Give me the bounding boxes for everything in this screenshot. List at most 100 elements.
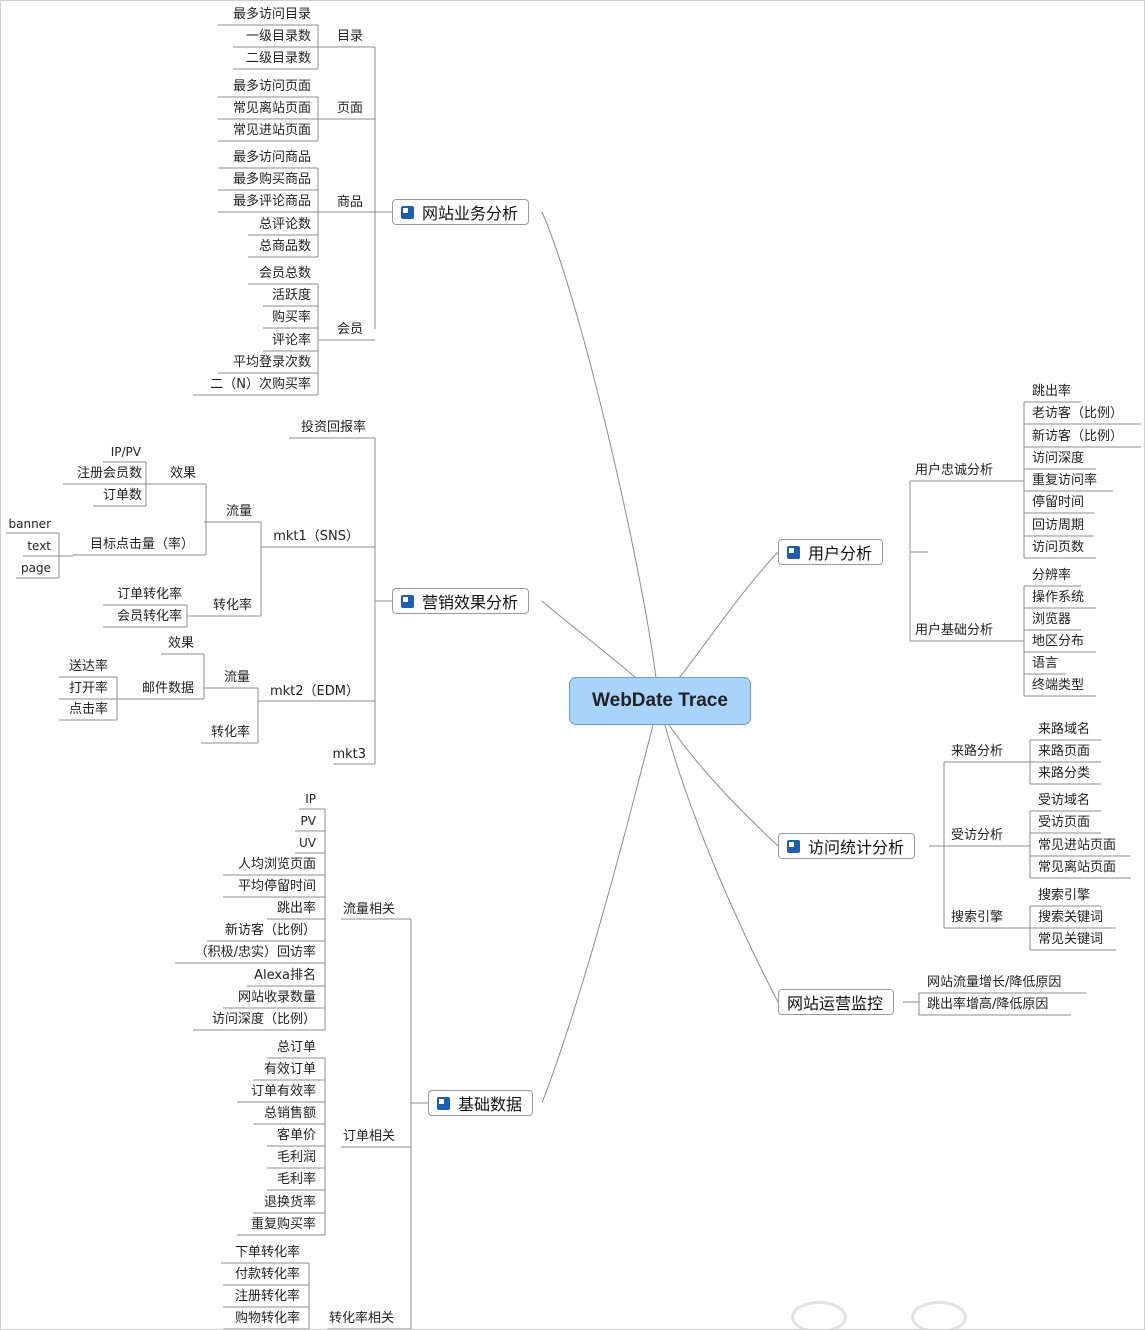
node-mkt2-conversion[interactable]: 转化率 (210, 725, 250, 740)
leaf-item[interactable]: 下单转化率 (234, 1245, 300, 1260)
leaf-item[interactable]: 人均浏览页面 (237, 857, 316, 872)
branch-operations-monitoring[interactable]: 网站运营监控 (778, 989, 895, 1015)
leaf-item[interactable]: 停留时间 (1032, 495, 1085, 510)
leaf-item[interactable]: 重复访问率 (1032, 473, 1098, 488)
leaf-item[interactable]: 注册转化率 (234, 1289, 300, 1304)
leaf-item[interactable]: 购物转化率 (234, 1311, 300, 1326)
central-node[interactable]: WebDate Trace (569, 677, 751, 725)
leaf-item[interactable]: 新访客（比例） (1032, 429, 1124, 444)
node-mkt3[interactable]: mkt3 (332, 747, 366, 762)
node-search-engine[interactable]: 搜索引擎 (951, 910, 1004, 925)
leaf-item[interactable]: IP/PV (110, 445, 141, 459)
leaf-item[interactable]: 常见离站页面 (232, 101, 311, 116)
leaf-item[interactable]: 常见进站页面 (1038, 838, 1117, 853)
leaf-item[interactable]: 会员转化率 (116, 609, 182, 624)
leaf-item[interactable]: 重复购买率 (250, 1217, 316, 1232)
branch-marketing-analysis[interactable]: 营销效果分析 (392, 588, 530, 614)
node-mkt2-effect[interactable]: 效果 (167, 636, 194, 651)
leaf-item[interactable]: 最多访问页面 (232, 79, 311, 94)
leaf-item[interactable]: 平均登录次数 (232, 355, 311, 370)
leaf-item[interactable]: 总商品数 (258, 239, 311, 254)
leaf-item[interactable]: 会员总数 (258, 266, 311, 281)
leaf-item[interactable]: 老访客（比例） (1032, 406, 1124, 421)
leaf-item[interactable]: 订单有效率 (250, 1084, 316, 1099)
node-product[interactable]: 商品 (337, 195, 364, 210)
leaf-item[interactable]: 总销售额 (263, 1106, 316, 1121)
leaf-item[interactable]: 来路域名 (1038, 722, 1091, 737)
branch-basic-data[interactable]: 基础数据 (428, 1090, 534, 1116)
node-mkt1-traffic[interactable]: 流量 (225, 504, 252, 519)
node-directory[interactable]: 目录 (337, 29, 364, 44)
node-conversion-related[interactable]: 转化率相关 (329, 1311, 395, 1326)
leaf-item[interactable]: 跳出率增高/降低原因 (927, 997, 1049, 1012)
node-user-base[interactable]: 用户基础分析 (915, 623, 994, 638)
leaf-item[interactable]: 受访页面 (1038, 815, 1091, 830)
leaf-item[interactable]: 毛利润 (276, 1150, 316, 1165)
leaf-item[interactable]: 一级目录数 (245, 29, 311, 44)
leaf-item[interactable]: 活跃度 (271, 288, 311, 303)
leaf-item[interactable]: 平均停留时间 (237, 879, 316, 894)
leaf-item[interactable]: 客单价 (276, 1128, 316, 1143)
leaf-item[interactable]: 评论率 (271, 333, 311, 348)
node-mkt2[interactable]: mkt2（EDM） (269, 684, 359, 699)
node-mkt1-effect[interactable]: 效果 (169, 466, 196, 481)
leaf-item[interactable]: 访问深度 (1032, 451, 1085, 466)
leaf-item[interactable]: 最多访问商品 (232, 150, 311, 165)
leaf-item[interactable]: 注册会员数 (76, 466, 142, 481)
node-visited-analysis[interactable]: 受访分析 (951, 828, 1004, 843)
leaf-item[interactable]: 网站收录数量 (237, 990, 316, 1005)
node-target-clicks[interactable]: 目标点击量（率） (89, 537, 194, 552)
leaf-item[interactable]: 最多评论商品 (232, 194, 311, 209)
leaf-item[interactable]: 终端类型 (1032, 678, 1085, 693)
leaf-item[interactable]: 付款转化率 (234, 1267, 300, 1282)
node-mkt2-traffic[interactable]: 流量 (223, 670, 250, 685)
node-source-analysis[interactable]: 来路分析 (951, 744, 1004, 759)
leaf-item[interactable]: 二级目录数 (245, 51, 311, 66)
node-mkt1[interactable]: mkt1（SNS） (273, 529, 359, 544)
leaf-item[interactable]: 最多访问目录 (232, 7, 311, 22)
leaf-item[interactable]: 操作系统 (1032, 590, 1085, 605)
leaf-item[interactable]: 受访域名 (1038, 793, 1091, 808)
leaf-item[interactable]: 常见关键词 (1038, 932, 1104, 947)
leaf-item[interactable]: 访问页数 (1032, 540, 1085, 555)
node-page[interactable]: 页面 (337, 101, 364, 116)
leaf-item[interactable]: 回访周期 (1032, 518, 1085, 533)
leaf-item[interactable]: page (21, 561, 51, 575)
leaf-item[interactable]: 跳出率 (1032, 384, 1072, 399)
leaf-item[interactable]: 地区分布 (1032, 634, 1085, 649)
leaf-item[interactable]: 退换货率 (263, 1195, 316, 1210)
leaf-item[interactable]: 订单转化率 (116, 587, 182, 602)
leaf-item[interactable]: 二（N）次购买率 (210, 377, 311, 392)
leaf-item[interactable]: 打开率 (68, 681, 108, 696)
node-mail-data[interactable]: 邮件数据 (141, 681, 194, 696)
leaf-item[interactable]: IP (305, 792, 316, 806)
leaf-item[interactable]: Alexa排名 (254, 968, 316, 983)
leaf-item[interactable]: 常见进站页面 (232, 123, 311, 138)
node-order-related[interactable]: 订单相关 (343, 1129, 396, 1144)
leaf-item[interactable]: 毛利率 (276, 1172, 316, 1187)
node-roi[interactable]: 投资回报率 (300, 420, 366, 435)
node-mkt1-conversion[interactable]: 转化率 (212, 598, 252, 613)
leaf-item[interactable]: 总订单 (276, 1040, 316, 1055)
node-member[interactable]: 会员 (337, 322, 364, 337)
leaf-item[interactable]: 跳出率 (276, 901, 316, 916)
branch-business-analysis[interactable]: 网站业务分析 (392, 199, 530, 225)
leaf-item[interactable]: 新访客（比例） (224, 923, 316, 938)
leaf-item[interactable]: 搜索引擎 (1038, 888, 1091, 903)
leaf-item[interactable]: 搜索关键词 (1038, 910, 1104, 925)
node-traffic-related[interactable]: 流量相关 (343, 902, 396, 917)
leaf-item[interactable]: 送达率 (68, 659, 108, 674)
branch-visit-statistics[interactable]: 访问统计分析 (778, 833, 916, 859)
leaf-item[interactable]: UV (299, 836, 316, 850)
node-user-loyalty[interactable]: 用户忠诚分析 (915, 463, 994, 478)
leaf-item[interactable]: 来路页面 (1038, 744, 1091, 759)
leaf-item[interactable]: banner (8, 517, 52, 531)
leaf-item[interactable]: 访问深度（比例） (211, 1012, 316, 1027)
leaf-item[interactable]: text (27, 539, 51, 553)
leaf-item[interactable]: 有效订单 (263, 1062, 316, 1077)
leaf-item[interactable]: 常见离站页面 (1038, 860, 1117, 875)
leaf-item[interactable]: 总评论数 (258, 217, 311, 232)
leaf-item[interactable]: 购买率 (271, 310, 311, 325)
leaf-item[interactable]: （积极/忠实）回访率 (194, 945, 316, 960)
branch-user-analysis[interactable]: 用户分析 (778, 539, 884, 565)
